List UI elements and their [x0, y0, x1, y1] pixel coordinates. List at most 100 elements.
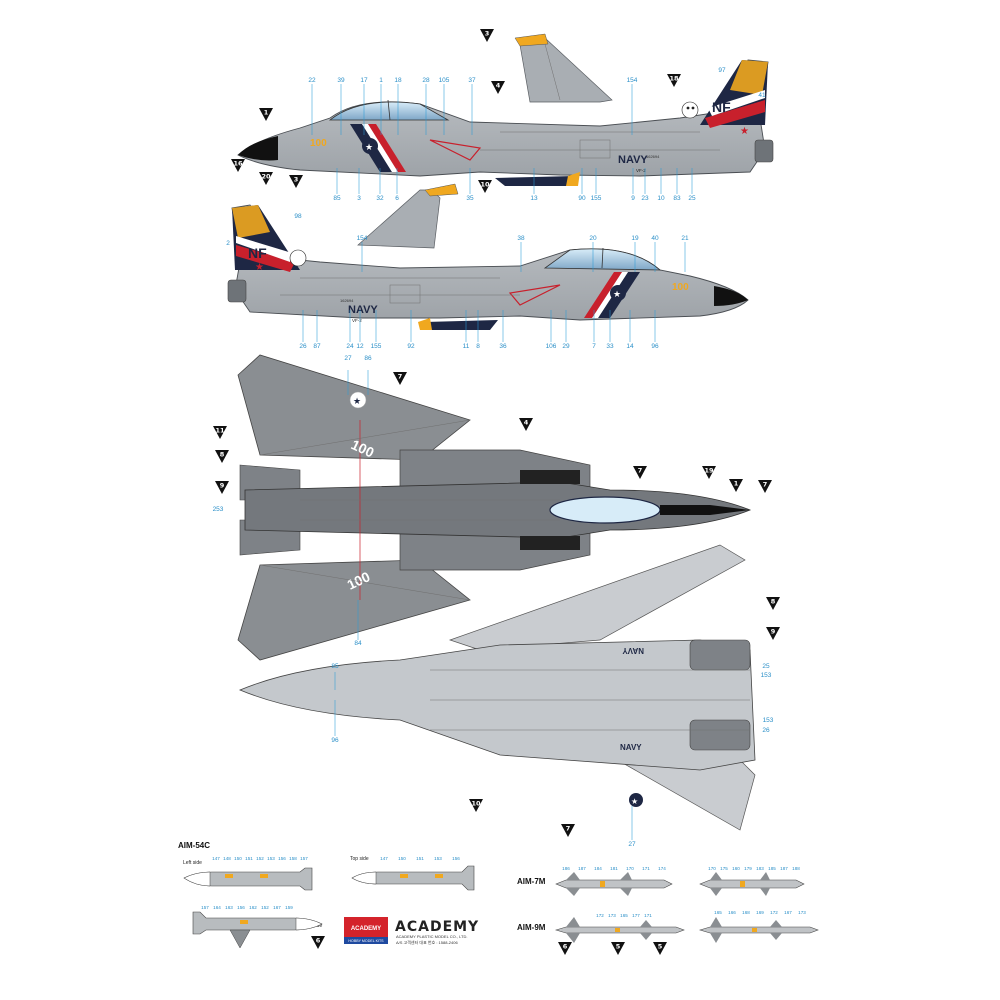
- modex-lower: 100: [672, 282, 689, 293]
- aim9m-right: [698, 917, 819, 943]
- top-view-fuselage: [244, 481, 752, 539]
- callout-number: 40: [651, 235, 659, 242]
- missile-callout-number: 151: [245, 856, 253, 861]
- callout-number: 26: [762, 727, 770, 734]
- svg-text:★: ★: [255, 262, 264, 273]
- callout-number: 92: [407, 343, 415, 350]
- callout-number: 17: [360, 77, 368, 84]
- callout-number: 83: [673, 195, 681, 202]
- top-view-right-wing: [237, 559, 471, 661]
- modex-upper: 100: [310, 138, 327, 149]
- callout-number: 33: [606, 343, 614, 350]
- reference-marker-number: 18: [669, 75, 679, 83]
- reference-marker-number: 10: [471, 800, 481, 808]
- aim7m-left: [555, 872, 673, 896]
- missile-callout-number: 171: [644, 913, 652, 918]
- bottom-navy-lower: NAVY: [620, 743, 642, 752]
- callout-number: 155: [371, 343, 382, 350]
- missile-callout-number: 156: [452, 856, 460, 861]
- academy-badge: ACADEMY HOBBY MODEL KITS: [344, 917, 388, 944]
- reference-marker-number: 8: [220, 451, 225, 459]
- missile-callout-number: 165: [714, 910, 722, 915]
- academy-service: A/S 고객센터 대표 번호 : 1588-2406: [396, 939, 458, 945]
- detached-stabilizer-lower: [357, 183, 459, 249]
- reference-marker-upper: [231, 159, 245, 172]
- reference-marker-bottom: [766, 597, 780, 610]
- bottom-view-roundel: [629, 793, 643, 807]
- callout-number: 25: [688, 195, 696, 202]
- missile-callout-number: 147: [212, 856, 220, 861]
- tail-code-upper: NF: [712, 99, 731, 115]
- callout-number: 98: [294, 213, 302, 220]
- missile-callout-number: 167: [784, 910, 792, 915]
- serial-lower: 162694: [340, 298, 354, 303]
- reference-marker-number: 7: [566, 825, 571, 833]
- missile-callout-number: 177: [632, 913, 640, 918]
- reference-marker-number: 9: [220, 482, 225, 490]
- aim7m-right: [699, 872, 805, 896]
- star-decal: ★: [740, 126, 749, 137]
- reference-marker-upper: [667, 74, 681, 87]
- reference-marker-upper: [478, 180, 492, 193]
- missile-callout-number: 167: [273, 905, 281, 910]
- callout-number: 32: [376, 195, 384, 202]
- missile-callout-number: 187: [578, 866, 586, 871]
- reference-marker-upper: [259, 108, 273, 121]
- callout-number: 154: [627, 77, 638, 84]
- callout-number: 3: [357, 195, 361, 202]
- reference-marker-top: [393, 372, 407, 385]
- navy-text-upper: NAVY: [618, 154, 648, 166]
- missile-callout-number: 174: [658, 866, 666, 871]
- reference-marker-number: 6: [316, 937, 321, 945]
- aim7m-title: AIM-7M: [517, 877, 546, 886]
- aim54c-top-side-label: Top side: [350, 856, 369, 862]
- reference-marker-number: 9: [771, 628, 776, 636]
- reference-marker-number: 1: [264, 109, 269, 117]
- callout-number: 97: [718, 67, 726, 74]
- callout-number: 84: [354, 640, 362, 647]
- missile-callout-number: 157: [201, 905, 209, 910]
- fuselage-lower: [231, 204, 749, 321]
- missile-callout-number: 172: [770, 910, 778, 915]
- reference-marker-number: 20: [261, 173, 271, 181]
- aim54c-title: AIM-54C: [178, 841, 210, 850]
- callout-number: 6: [395, 195, 399, 202]
- reference-marker-number: 5: [658, 943, 663, 951]
- callout-number: 24: [346, 343, 354, 350]
- missile-callout-number: 169: [756, 910, 764, 915]
- missile-callout-number: 188: [792, 866, 800, 871]
- missile-callout-number: 181: [610, 866, 618, 871]
- missile-callout-number: 148: [223, 856, 231, 861]
- callout-number: 9: [631, 195, 635, 202]
- aim54c-left-side: [183, 867, 313, 891]
- missile-callout-number: 168: [742, 910, 750, 915]
- reference-marker-top: [633, 466, 647, 479]
- callout-number: 87: [313, 343, 321, 350]
- aim9m-title: AIM-9M: [517, 923, 546, 932]
- missile-callout-number: 173: [608, 913, 616, 918]
- detached-stabilizer-upper: [514, 33, 613, 103]
- callout-number: 106: [546, 343, 557, 350]
- reference-marker-top: [213, 426, 227, 439]
- reference-marker-number: 7: [398, 373, 403, 381]
- callout-number: 25: [762, 663, 770, 670]
- callout-number: 18: [394, 77, 402, 84]
- reference-marker-number: 8: [771, 598, 776, 606]
- vf-code-lower: VF-2: [352, 318, 362, 323]
- missile-callout-number: 170: [708, 866, 716, 871]
- roundel-lower: [610, 285, 626, 301]
- missile-callout-number: 156: [237, 905, 245, 910]
- callout-number: 7: [592, 343, 596, 350]
- svg-text:ACADEMY: ACADEMY: [351, 926, 381, 932]
- missile-callout-number: 147: [380, 856, 388, 861]
- reference-marker-top: [729, 479, 743, 492]
- reference-marker-aim9m: [653, 942, 667, 955]
- missile-callout-number: 151: [416, 856, 424, 861]
- missile-callout-number: 157: [300, 856, 308, 861]
- callout-number: 22: [308, 77, 316, 84]
- reference-marker-number: 19: [704, 467, 714, 475]
